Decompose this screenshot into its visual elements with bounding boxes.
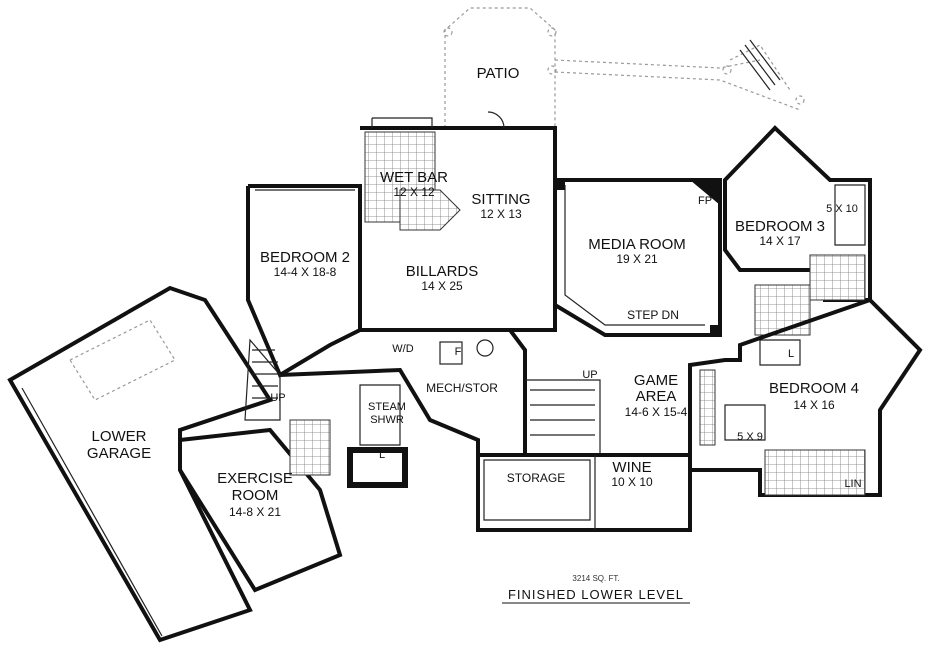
label-bedroom3: BEDROOM 3 [735,218,825,235]
label-fp: FP [698,195,712,207]
label-bedroom4: BEDROOM 4 [769,380,859,397]
label-bedroom2: BEDROOM 2 [260,249,350,266]
label-closet-5x9: 5 X 9 [737,431,763,443]
steam-shower-walls [244,338,480,488]
label-storage: STORAGE [507,471,565,485]
dim-exercise: 14-8 X 21 [229,505,281,519]
lower-garage-walls [7,285,274,643]
dim-wet-bar: 12 X 12 [393,185,435,199]
label-sitting: SITTING [471,191,530,208]
dim-media-room: 19 X 21 [616,252,658,266]
label-wd: W/D [392,343,413,355]
label-billards: BILLARDS [406,263,479,280]
bedroom2-walls [246,184,362,378]
label-garage: GARAGE [87,445,151,462]
label-area: AREA [636,388,677,405]
dim-bedroom3: 14 X 17 [759,234,801,248]
dim-wine: 10 X 10 [611,475,653,489]
bedroom4-walls [688,297,923,497]
dim-sitting: 12 X 13 [480,207,522,221]
label-mech-stor: MECH/STOR [426,381,498,395]
room-labels: PATIO WET BAR 12 X 12 SITTING 12 X 13 BE… [87,65,862,519]
label-l-right: L [788,348,794,360]
label-media-room: MEDIA ROOM [588,236,686,253]
dim-bedroom4: 14 X 16 [793,398,835,412]
label-closet-5x10: 5 X 10 [826,203,858,215]
label-wine: WINE [612,459,651,476]
label-patio: PATIO [477,65,520,82]
label-l-left: L [379,449,385,461]
media-room-walls [553,178,722,337]
label-up-center: UP [582,369,597,381]
label-lower: LOWER [91,428,146,445]
label-wet-bar: WET BAR [380,169,448,186]
label-exercise: EXERCISE [217,470,293,487]
label-game: GAME [634,372,678,389]
label-f: F [455,346,462,358]
label-steam: STEAM [368,401,406,413]
bath-center [754,284,811,366]
label-up-left: UP [270,392,285,404]
label-lin: LIN [844,478,861,490]
label-step-dn: STEP DN [627,308,679,322]
sq-ft-label: 3214 SQ. FT. [572,574,619,583]
dim-game-area: 14-6 X 15-4 [625,405,688,419]
dim-bedroom2: 14-4 X 18-8 [274,265,337,279]
exercise-room-walls [178,427,343,593]
plan-caption: FINISHED LOWER LEVEL [508,587,684,602]
storage-wine-walls [476,453,692,532]
sitting-billards-walls [360,111,557,332]
label-shwr: SHWR [370,414,404,426]
label-room: ROOM [232,487,279,504]
patio-outline [443,7,805,128]
dim-billards: 14 X 25 [421,279,463,293]
bedroom3-walls [723,125,872,302]
